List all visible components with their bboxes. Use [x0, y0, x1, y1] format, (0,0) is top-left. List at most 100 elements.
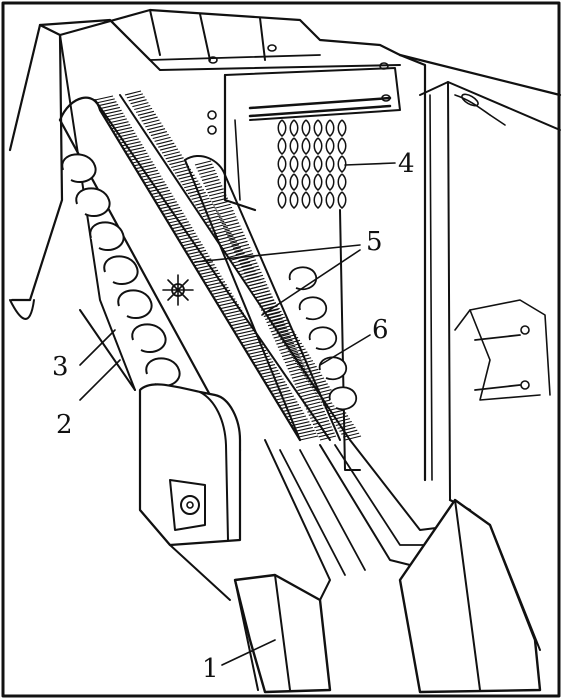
- brush-bristle: [167, 215, 186, 221]
- brush-bristle: [308, 410, 325, 416]
- chain-link: [313, 173, 323, 191]
- brush-bristle: [218, 212, 236, 219]
- chain-link: [313, 137, 323, 155]
- brush-bristle: [248, 277, 265, 283]
- brush-bristle: [277, 342, 294, 348]
- brush-bristle: [276, 339, 293, 345]
- auger-flight: [318, 356, 348, 381]
- brush-bristle: [225, 228, 243, 234]
- brush-bristle: [296, 360, 314, 366]
- brush-bristle: [112, 124, 131, 130]
- chain-link: [301, 137, 311, 155]
- leader-6: [319, 334, 371, 366]
- chain-link: [277, 155, 287, 173]
- brush-bristle: [227, 231, 244, 237]
- chain-link: [277, 191, 287, 209]
- brush-bristle: [281, 352, 299, 358]
- chain-link: [313, 155, 323, 173]
- brush-bristle: [182, 180, 199, 186]
- brush-bristle: [162, 206, 181, 212]
- brush-bristle: [298, 432, 317, 438]
- auger-flight: [328, 386, 358, 411]
- brush-bristle: [191, 255, 210, 261]
- brush-bristle: [98, 101, 117, 107]
- auger-flight: [61, 153, 97, 184]
- brush-bristle: [212, 289, 231, 295]
- brush-bristle: [310, 413, 327, 419]
- brush-bristle: [270, 319, 288, 325]
- brush-bristle: [265, 314, 282, 321]
- brush-bristle: [293, 354, 310, 360]
- brush-bristle: [131, 155, 150, 161]
- brush-bristle: [208, 191, 226, 197]
- brush-bristle: [204, 215, 221, 221]
- brush-bristle: [194, 160, 212, 166]
- brush-bristle: [136, 164, 155, 170]
- brush-bristle: [126, 93, 143, 99]
- brush-bristle: [244, 268, 261, 274]
- brush-bristle: [120, 138, 139, 144]
- brush-bristle: [184, 244, 203, 250]
- brush-bristle: [263, 375, 282, 381]
- brush-bristle: [96, 98, 115, 104]
- brush-bristle: [273, 333, 290, 339]
- brush-bristle: [221, 219, 238, 225]
- chain-link: [337, 155, 347, 173]
- brush-bristle: [224, 225, 241, 231]
- brush-bristle: [284, 409, 303, 415]
- brush-bristle: [148, 128, 166, 134]
- brush-bristle: [127, 149, 146, 155]
- brush-bristle: [290, 370, 307, 376]
- brush-bristle: [197, 166, 214, 172]
- brush-bristle: [275, 395, 295, 401]
- brush-bristle: [179, 235, 198, 241]
- brush-bristle: [156, 198, 176, 204]
- brush-bristle: [160, 204, 179, 210]
- brush-bristle: [343, 432, 360, 438]
- brush-bristle: [333, 418, 351, 424]
- brush-bristle: [117, 132, 136, 138]
- brush-bristle: [286, 361, 303, 367]
- chain-link: [301, 173, 311, 191]
- brush-bristle: [222, 244, 240, 250]
- brush-bristle: [251, 284, 268, 290]
- chain-link: [337, 173, 347, 191]
- leader-5: [194, 244, 361, 316]
- brush-bristle: [259, 302, 276, 308]
- brush-bristle: [286, 412, 305, 418]
- brush-bristle: [167, 157, 184, 163]
- brush-bristle: [228, 252, 245, 258]
- auger-flight: [131, 323, 167, 354]
- brush-bristle: [207, 188, 224, 194]
- brush-bristle: [279, 401, 298, 407]
- brush-bristle: [171, 162, 188, 169]
- brush-bristle: [175, 229, 195, 235]
- brush-bristle: [204, 182, 221, 188]
- chain-link: [325, 137, 335, 155]
- chain-link: [301, 191, 311, 209]
- brush-bristle: [233, 261, 251, 267]
- brush-bristle: [205, 278, 224, 284]
- brush-bristle: [249, 280, 266, 287]
- brush-bristle: [309, 380, 327, 386]
- brush-bristle: [283, 355, 300, 361]
- right-housing: [398, 53, 562, 512]
- brush-bristle: [184, 183, 201, 189]
- brush-bristle: [243, 341, 262, 347]
- brush-bristle: [307, 377, 325, 383]
- auger-flight: [308, 326, 338, 351]
- brush-bristle: [260, 369, 279, 375]
- auger-flight: [288, 266, 318, 291]
- brush-bristle: [203, 275, 222, 281]
- brush-bristle: [328, 409, 345, 415]
- brush-bristle: [170, 221, 189, 227]
- brush-bristle: [274, 336, 292, 342]
- brush-bristle: [189, 191, 206, 198]
- brush-bristle: [294, 379, 311, 385]
- brush-bristle: [141, 116, 158, 122]
- brush-bristle: [203, 179, 220, 185]
- brush-bristle: [222, 306, 241, 312]
- brush-bristle: [206, 218, 223, 224]
- brush-bristle: [337, 423, 354, 429]
- brush-bristle: [201, 175, 219, 181]
